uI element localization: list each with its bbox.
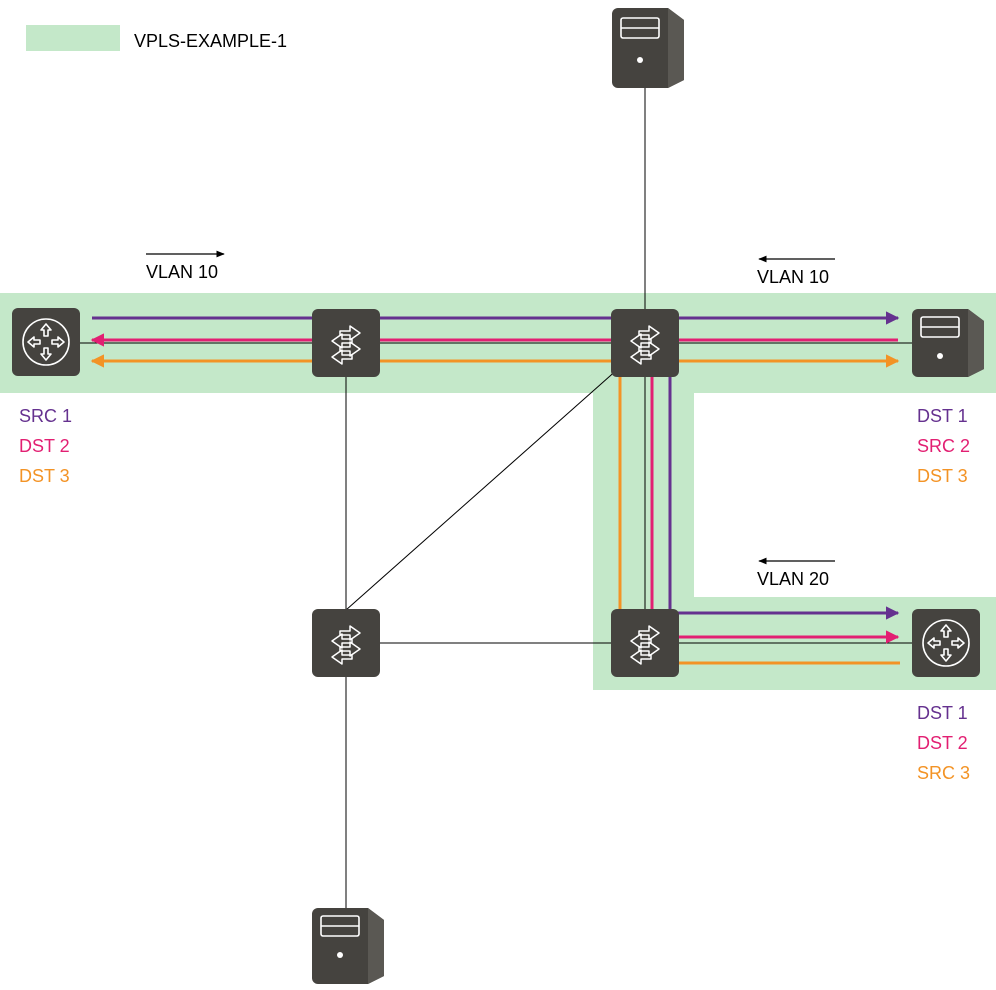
role-label: DST 3	[917, 466, 968, 486]
flow-2-path	[650, 338, 900, 644]
label-group-right-server: DST 1 SRC 2 DST 3	[917, 406, 970, 486]
router-icon[interactable]	[912, 609, 980, 677]
role-label: DST 3	[19, 466, 70, 486]
switch-icon[interactable]	[611, 309, 679, 377]
switch-icon[interactable]	[312, 609, 380, 677]
network-links	[80, 80, 914, 910]
server-icon[interactable]	[912, 309, 984, 377]
role-label: DST 2	[917, 733, 968, 753]
vlan-label-right-bottom: VLAN 20	[757, 569, 829, 589]
switch-icon[interactable]	[611, 609, 679, 677]
role-label: SRC 1	[19, 406, 72, 426]
role-label: DST 1	[917, 406, 968, 426]
vpls-region	[0, 293, 996, 690]
server-icon[interactable]	[312, 908, 384, 984]
vlan-label-right-top: VLAN 10	[757, 267, 829, 287]
legend-swatch	[26, 25, 120, 51]
role-label: DST 2	[19, 436, 70, 456]
label-group-left-router: SRC 1 DST 2 DST 3	[19, 406, 72, 486]
switch-icon[interactable]	[312, 309, 380, 377]
role-label: DST 1	[917, 703, 968, 723]
role-label: SRC 2	[917, 436, 970, 456]
legend-label: VPLS-EXAMPLE-1	[134, 31, 287, 51]
vlan-label-left-top: VLAN 10	[146, 262, 218, 282]
server-icon[interactable]	[612, 8, 684, 88]
router-icon[interactable]	[12, 308, 80, 376]
label-group-right-router: DST 1 DST 2 SRC 3	[917, 703, 970, 783]
role-label: SRC 3	[917, 763, 970, 783]
link-switch-b-switch-c	[345, 344, 646, 611]
